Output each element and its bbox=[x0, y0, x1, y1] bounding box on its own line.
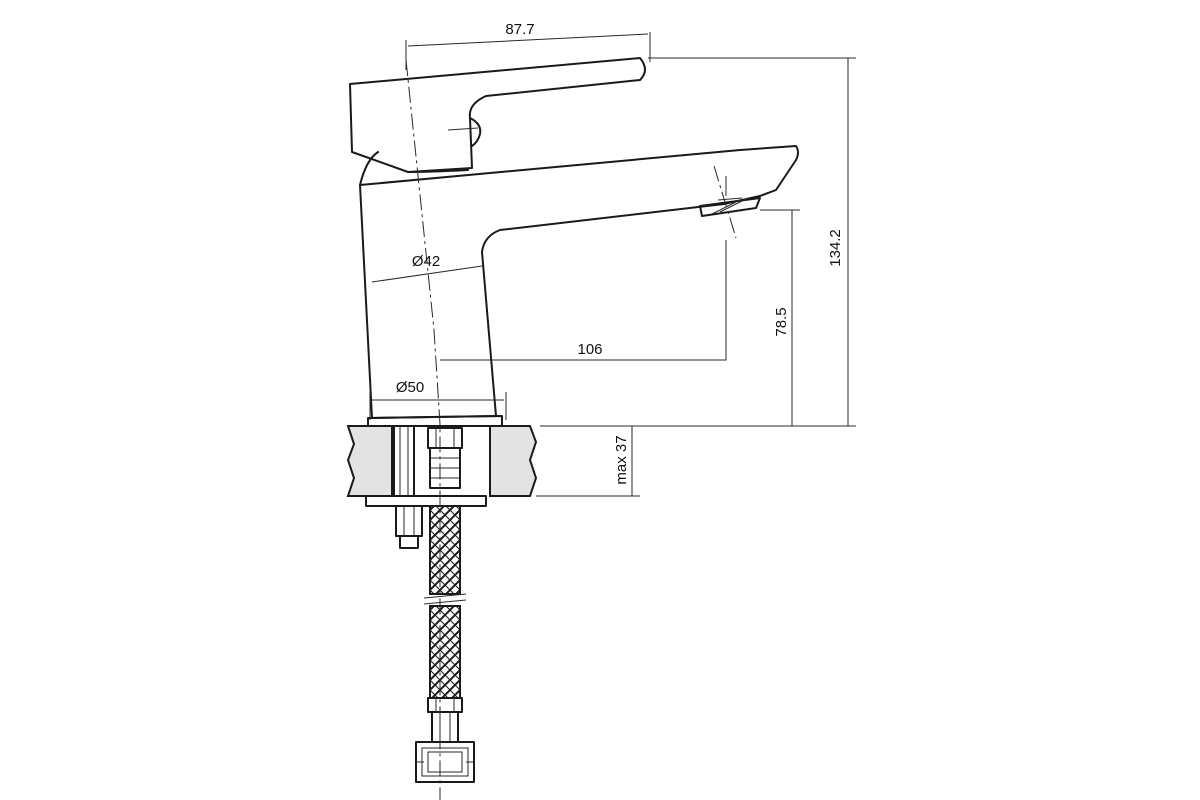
label-total-height: 134.2 bbox=[827, 229, 844, 267]
hose-nut bbox=[415, 741, 475, 783]
body-dome bbox=[359, 151, 469, 186]
body-and-spout bbox=[359, 145, 799, 419]
hose-ferrule bbox=[427, 697, 463, 713]
label-lever-reach: 87.7 bbox=[505, 21, 534, 38]
label-spout-reach: 106 bbox=[577, 341, 602, 358]
fixing-nut bbox=[395, 505, 423, 537]
mounting-stud bbox=[393, 425, 415, 497]
stud-end bbox=[399, 535, 419, 549]
label-base-diameter: Ø50 bbox=[396, 379, 424, 396]
dimension-labels: 87.7 Ø42 Ø50 106 78.5 134.2 max 37 bbox=[396, 21, 844, 485]
label-spout-height: 78.5 bbox=[773, 307, 790, 336]
lever-pivot bbox=[469, 117, 482, 147]
base-flange bbox=[367, 415, 503, 427]
dim-line-spout-reach bbox=[440, 240, 727, 361]
hose-collar bbox=[431, 711, 459, 743]
braided-hose bbox=[415, 505, 475, 783]
aerator bbox=[699, 197, 761, 217]
hose-lower bbox=[429, 605, 461, 699]
countertop-left bbox=[346, 425, 393, 497]
dim-line-lever-reach bbox=[407, 33, 649, 47]
faucet-body bbox=[349, 57, 799, 427]
dimension-lines bbox=[369, 32, 856, 497]
countertop-section bbox=[346, 425, 538, 549]
hose-fitting-top bbox=[427, 427, 463, 449]
fixing-plate bbox=[365, 495, 487, 507]
label-body-diameter: Ø42 bbox=[412, 253, 440, 270]
hose-upper bbox=[429, 505, 461, 595]
center-lines bbox=[405, 59, 743, 800]
lever-handle bbox=[349, 57, 646, 173]
countertop-right bbox=[489, 425, 538, 497]
label-counter-thickness: max 37 bbox=[613, 435, 630, 484]
